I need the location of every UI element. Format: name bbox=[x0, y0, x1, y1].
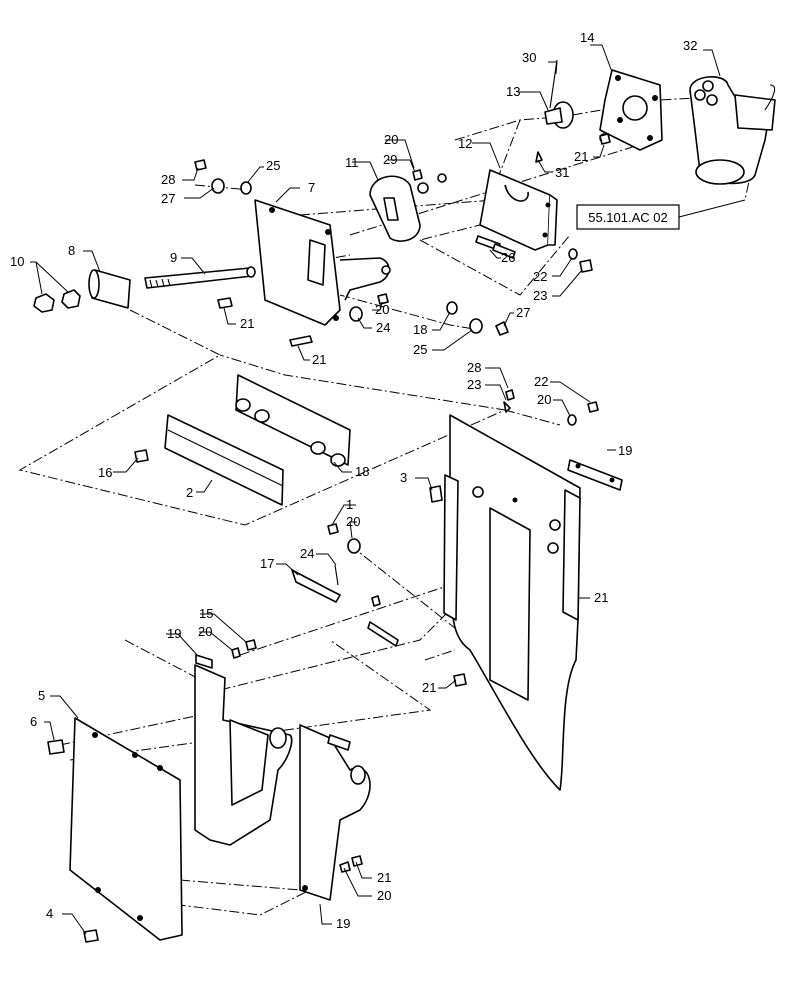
callout: 10 bbox=[10, 254, 24, 269]
part-8-9-10-rod-assembly bbox=[33, 266, 256, 313]
callout: 20 bbox=[375, 302, 389, 317]
callout: 22 bbox=[534, 374, 548, 389]
callout: 25 bbox=[413, 342, 427, 357]
callout: 19 bbox=[167, 626, 181, 641]
callout: 6 bbox=[30, 714, 37, 729]
callout: 21 bbox=[312, 352, 326, 367]
callout: 20 bbox=[537, 392, 551, 407]
part-12-bracket bbox=[479, 169, 558, 251]
callout-labels: 30 14 32 13 21 31 20 29 11 12 28 25 27 7… bbox=[10, 30, 697, 931]
callout: 19 bbox=[618, 443, 632, 458]
part-11-disc bbox=[369, 173, 447, 242]
part-4-bracket bbox=[299, 724, 371, 901]
part-15-17-handle bbox=[291, 564, 399, 647]
callout: 13 bbox=[506, 84, 520, 99]
lower-hardware bbox=[134, 389, 599, 687]
callout: 18 bbox=[355, 464, 369, 479]
callout: 27 bbox=[516, 305, 530, 320]
part-5-bracket bbox=[194, 654, 293, 846]
callout: 27 bbox=[161, 191, 175, 206]
callout: 23 bbox=[467, 377, 481, 392]
callout: 24 bbox=[376, 320, 390, 335]
callout: 4 bbox=[46, 906, 53, 921]
leader-lines bbox=[30, 44, 721, 935]
part-14-motor-plate bbox=[599, 69, 663, 151]
callout: 7 bbox=[308, 180, 315, 195]
callout: 11 bbox=[345, 155, 359, 170]
callout: 14 bbox=[580, 30, 594, 45]
part-3-angle bbox=[164, 414, 284, 506]
part-6-flap bbox=[47, 717, 183, 943]
callout: 26 bbox=[501, 250, 515, 265]
callout: 17 bbox=[260, 556, 274, 571]
callout: 30 bbox=[522, 50, 536, 65]
callout: 23 bbox=[533, 288, 547, 303]
callout: 5 bbox=[38, 688, 45, 703]
part-26-screws bbox=[475, 235, 516, 259]
callout: 20 bbox=[384, 132, 398, 147]
callout: 16 bbox=[98, 465, 112, 480]
reference-label: 55.101.AC 02 bbox=[588, 210, 668, 225]
callout: 32 bbox=[683, 38, 697, 53]
callout: 21 bbox=[377, 870, 391, 885]
callout: 3 bbox=[400, 470, 407, 485]
callout: 15 bbox=[199, 606, 213, 621]
part-13-hub bbox=[535, 59, 574, 163]
callout: 28 bbox=[161, 172, 175, 187]
callout: 29 bbox=[383, 152, 397, 167]
callout: 12 bbox=[458, 136, 472, 151]
callout: 20 bbox=[198, 624, 212, 639]
small-hardware bbox=[194, 133, 611, 347]
callout: 21 bbox=[240, 316, 254, 331]
callout: 9 bbox=[170, 250, 177, 265]
callout: 1 bbox=[346, 497, 353, 512]
callout: 2 bbox=[186, 485, 193, 500]
part-32-motor bbox=[689, 76, 776, 185]
callout: 21 bbox=[594, 590, 608, 605]
callout: 21 bbox=[574, 149, 588, 164]
part-1-main-panel bbox=[443, 414, 581, 791]
callout: 22 bbox=[533, 269, 547, 284]
reference-box[interactable]: 55.101.AC 02 bbox=[576, 199, 746, 230]
part-16-bracket bbox=[567, 459, 623, 491]
callout: 20 bbox=[346, 514, 360, 529]
callout: 19 bbox=[336, 916, 350, 931]
callout: 20 bbox=[377, 888, 391, 903]
callout: 28 bbox=[467, 360, 481, 375]
callout: 21 bbox=[422, 680, 436, 695]
part-7-plate bbox=[254, 199, 391, 326]
callout: 24 bbox=[300, 546, 314, 561]
callout: 31 bbox=[555, 165, 569, 180]
callout: 25 bbox=[266, 158, 280, 173]
callout: 8 bbox=[68, 243, 75, 258]
callout: 18 bbox=[413, 322, 427, 337]
part-2-hinge-bar bbox=[235, 374, 351, 467]
